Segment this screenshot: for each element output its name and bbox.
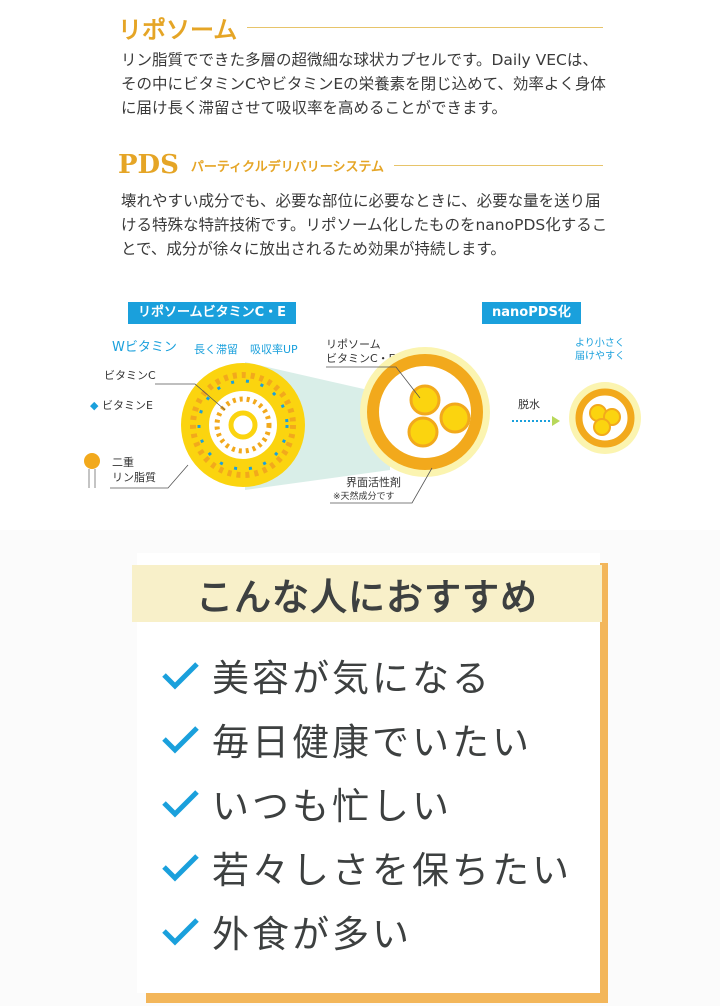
liposome-text: リン脂質でできた多層の超微細な球状カプセルです。Daily VECは、その中にビ… — [121, 51, 606, 117]
smaller-1: より小さく — [575, 338, 625, 349]
long-stay: 長く滞留 — [194, 343, 238, 356]
nano-outer — [360, 347, 490, 477]
check-icon — [162, 790, 199, 818]
diamond-icon: ◆ — [90, 399, 99, 412]
surfactant: 界面活性剤 — [346, 476, 401, 489]
recommend-title: こんな人におすすめ — [132, 565, 602, 622]
label-nanopds: nanoPDS化 — [482, 302, 581, 324]
recommend-item: 若々しさを保ちたい — [160, 840, 572, 894]
divider — [247, 27, 603, 28]
recommend-item-text: 若々しさを保ちたい — [212, 849, 572, 892]
recommend-item-text: いつも忙しい — [212, 785, 452, 828]
liposome-heading: リポソーム — [118, 10, 603, 45]
recommend-item: 毎日健康でいたい — [160, 712, 532, 766]
check-icon — [162, 854, 199, 882]
heading-text: リポソーム — [118, 15, 238, 44]
heading-text: PDS — [118, 150, 179, 180]
recommend-item-text: 美容が気になる — [212, 657, 492, 700]
bilayer-label-2: リン脂質 — [112, 471, 156, 484]
recommend-card — [137, 553, 600, 993]
absorb-up: 吸収率UP — [250, 343, 298, 356]
info-section: リポソーム リン脂質でできた多層の超微細な球状カプセルです。Daily VECは… — [84, 10, 641, 504]
label-liposome-vitamin: リポソームビタミンC・E — [128, 302, 297, 324]
recommend-item: 外食が多い — [160, 904, 412, 958]
check-icon — [162, 662, 199, 690]
bilayer-label-1: 二重 — [112, 456, 134, 469]
w-vitamin: Wビタミン — [112, 340, 177, 355]
check-icon — [162, 726, 199, 754]
natural-note: ※天然成分です — [333, 492, 395, 502]
check-icon — [162, 918, 199, 946]
recommend-item-text: 毎日健康でいたい — [212, 721, 532, 764]
recommend-item-text: 外食が多い — [212, 913, 412, 956]
water-phase: 水相 — [446, 435, 471, 449]
divider — [394, 164, 603, 166]
recommend-item: 美容が気になる — [160, 648, 492, 702]
smaller-2: 届けやすく — [575, 351, 625, 362]
recommend-item: いつも忙しい — [160, 776, 452, 830]
pds-heading: PDS パーティクルデリバリーシステム — [118, 150, 603, 180]
lipo-label-1: リポソーム — [326, 338, 381, 351]
dehydrate: 脱水 — [518, 398, 540, 411]
vitamin-e-label: ビタミンE — [101, 399, 153, 412]
vitamin-c-label: ビタミンC — [104, 369, 156, 382]
lipid-icon — [84, 453, 100, 469]
oil-phase: 油相 — [446, 365, 471, 379]
zoom-beam — [245, 362, 390, 490]
pds-subheading: パーティクルデリバリーシステム — [190, 159, 385, 175]
pds-text: 壊れやすい成分でも、必要な部位に必要なときに、必要な量を送り届ける特殊な特許技術… — [121, 192, 608, 258]
liposome-outer — [181, 363, 305, 487]
lipo-label-2: ビタミンC・E — [326, 352, 396, 365]
